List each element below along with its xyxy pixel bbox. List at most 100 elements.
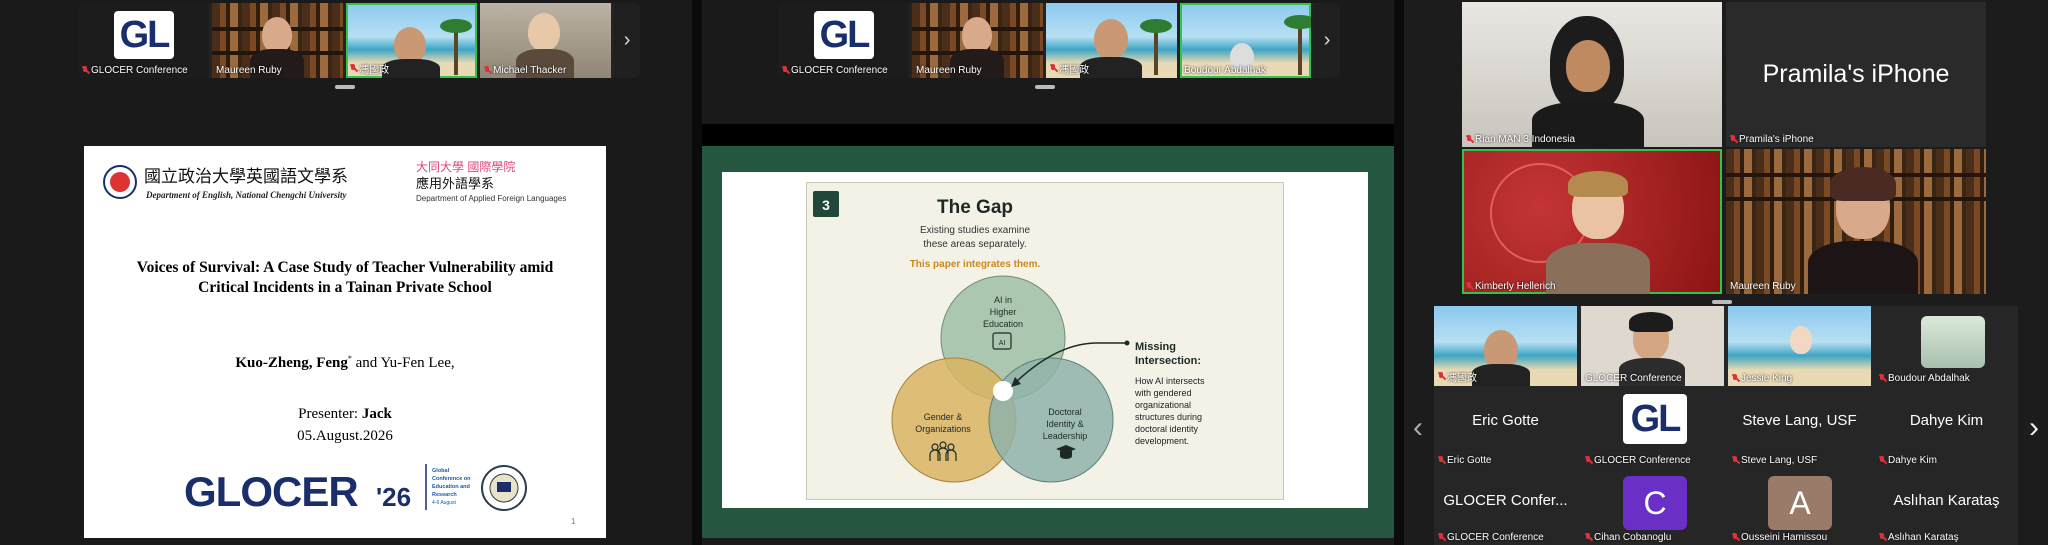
shared-slide: 國立政治大學英國語文學系 Department of English, Nati… [84,146,606,538]
participant-tile[interactable]: C Cihan Cobanoglu [1581,472,1724,545]
meeting-view-2: GL GLOCER Conference Maureen Ruby 馮國政 Bo… [702,0,1394,545]
next-page-button[interactable]: › [1314,3,1340,78]
participant-name: Rian MAN 3 Indonesia [1475,134,1576,145]
participant-tile[interactable]: 馮國政 [346,3,478,78]
participant-tile[interactable]: Boudour Abdalhak [1180,3,1312,78]
university-name-zh: 國立政治大學英國語文學系 [144,167,348,186]
participant-name: 馮國政 [1447,373,1477,384]
graduation-cap-icon [1056,445,1076,459]
participant-tile[interactable]: Maureen Ruby [212,3,344,78]
participant-display-name: Pramila's iPhone [1762,60,1950,88]
mic-muted-icon [1732,533,1739,542]
participant-tile[interactable]: GL GLOCER Conference [1581,390,1724,468]
mic-muted-icon [1585,456,1592,465]
arrow-icon [1014,342,1125,384]
people-icon [929,441,957,461]
participant-tile[interactable]: Eric Gotte Eric Gotte [1434,390,1577,468]
mic-muted-icon [1438,372,1445,381]
participant-name: Aslıhan Karataş [1888,532,1959,543]
gallery-grid: 馮國政 GLOCER Conference Jessie King Boudou… [1434,306,2018,545]
participant-name: Eric Gotte [1447,455,1492,466]
participant-name: GLOCER Conference [1447,532,1544,543]
presenter: Presenter: Jack [298,406,392,422]
slide-number: 3 [822,197,830,213]
conf-side-line: Global [432,468,450,474]
participant-name: Cihan Cobanoglu [1594,532,1672,543]
glocer-logo-text: GLOCER [184,468,358,515]
participant-video [962,17,993,53]
participant-tile[interactable]: A Ousseini Hamissou [1728,472,1871,545]
participant-name: Maureen Ruby [1730,281,1796,292]
participant-tile[interactable]: Pramila's iPhone Pramila's iPhone [1726,2,1986,147]
participant-tile[interactable]: Kimberly Hellerich [1462,149,1722,294]
participant-avatar [1921,316,1985,368]
missing-desc: doctoral identity [1135,424,1199,434]
participant-name: Boudour Abdalhak [1888,373,1970,384]
participant-name: GLOCER Conference [791,65,888,76]
participant-tile[interactable]: Aslıhan Karataş Aslıhan Karataş [1875,472,2018,545]
participant-display-name: Dahye Kim [1909,412,1984,429]
mic-muted-icon [1585,533,1592,542]
participant-video [1230,43,1255,71]
missing-title: Intersection: [1135,355,1201,367]
slide-title-line1: Voices of Survival: A Case Study of Teac… [137,259,554,276]
participant-name: Dahye Kim [1888,455,1937,466]
venn-diagram: 3 The Gap Existing studies examine these… [813,191,1205,483]
circle-label: Leadership [1043,431,1088,441]
missing-desc: organizational [1135,400,1191,410]
participant-name: 馮國政 [1059,65,1090,76]
participant-name: GLOCER Conference [1594,455,1691,466]
participant-name: GLOCER Conference [91,65,188,76]
gallery-prev-button[interactable]: ‹ [1413,411,1423,444]
conf-side-line: Education and [432,484,470,490]
svg-text:AI: AI [999,340,1006,347]
mic-muted-icon [1732,456,1739,465]
participant-tile[interactable]: Rian MAN 3 Indonesia [1462,2,1722,147]
mic-muted-icon [1879,533,1886,542]
participant-tile[interactable]: 馮國政 [1434,306,1577,386]
gallery-next-button[interactable]: › [2029,411,2039,444]
glocer-logo: GL [814,11,874,59]
participant-tile[interactable]: Michael Thacker [480,3,612,78]
circle-label: Education [983,319,1023,329]
resize-handle[interactable] [1712,300,1732,304]
next-page-button[interactable]: › [614,3,640,78]
participant-video [262,17,293,53]
participant-tile[interactable]: 馮國政 [1046,3,1178,78]
meeting-view-1: GL GLOCER Conference Maureen Ruby 馮國政 Mi… [0,0,692,545]
circle-label: Gender & [924,412,963,422]
participant-name: Maureen Ruby [216,65,282,76]
mic-muted-icon [484,66,491,75]
partner-school-top: 大同大學 國際學院 [416,160,515,174]
thumbnail-strip: GL GLOCER Conference Maureen Ruby 馮國政 Mi… [78,3,640,78]
partner-school-zh: 應用外語學系 [416,176,494,191]
participant-tile[interactable]: Maureen Ruby [1726,149,1986,294]
title-slide: 國立政治大學英國語文學系 Department of English, Nati… [103,160,576,526]
participant-tile[interactable]: Dahye Kim Dahye Kim [1875,390,2018,468]
mic-muted-icon [782,66,789,75]
partner-school-en: Department of Applied Foreign Languages [416,194,566,203]
participant-video [394,27,427,63]
participant-name: GLOCER Conference [1585,373,1682,384]
university-name-en: Department of English, National Chengchi… [145,190,348,200]
slide-title: The Gap [937,197,1013,218]
participant-tile[interactable]: Jessie King [1728,306,1871,386]
resize-handle[interactable] [1035,85,1055,89]
participant-tile[interactable]: GL GLOCER Conference [778,3,910,78]
presentation-date: 05.August.2026 [297,428,393,444]
participant-name: Boudour Abdalhak [1184,65,1266,76]
resize-handle[interactable] [335,85,355,89]
participant-name: 馮國政 [359,65,390,76]
participant-name: Jessie King [1741,373,1793,384]
mic-muted-icon [1466,135,1473,144]
mic-muted-icon [1730,135,1737,144]
participant-tile[interactable]: GLOCER Confer... GLOCER Conference [1434,472,1577,545]
participant-tile[interactable]: Maureen Ruby [912,3,1044,78]
participant-tile[interactable]: Steve Lang, USF Steve Lang, USF [1728,390,1871,468]
participant-tile[interactable]: GL GLOCER Conference [78,3,210,78]
thumbnail-strip: GL GLOCER Conference Maureen Ruby 馮國政 Bo… [778,3,1340,78]
participant-tile[interactable]: Boudour Abdalhak [1875,306,2018,386]
circle-label: Doctoral [1048,407,1082,417]
participant-tile[interactable]: GLOCER Conference [1581,306,1724,386]
slide-title-line2: Critical Incidents in a Tainan Private S… [198,279,492,296]
